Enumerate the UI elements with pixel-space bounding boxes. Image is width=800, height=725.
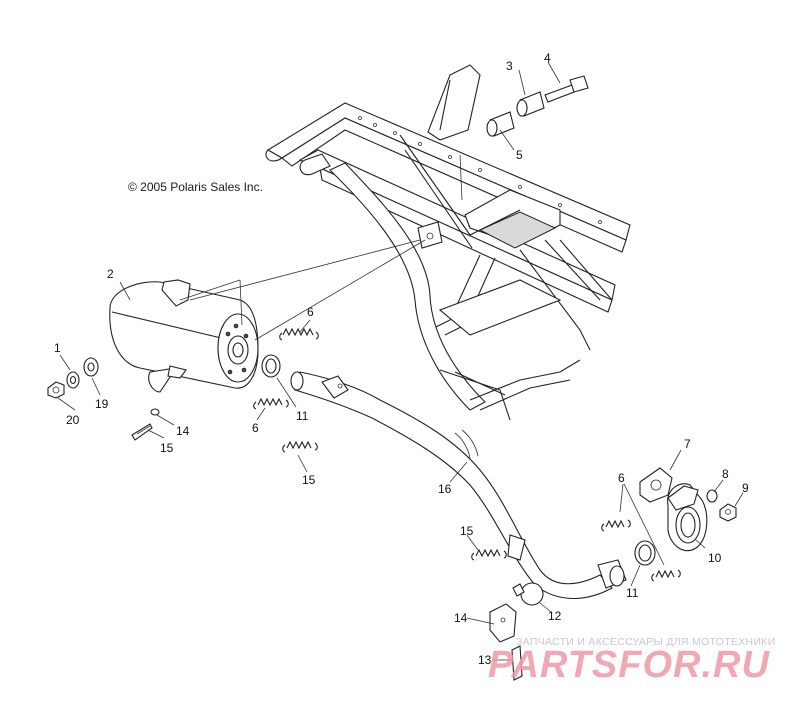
callout-11-a: 11 bbox=[296, 409, 309, 423]
callout-15-a: 15 bbox=[302, 473, 316, 487]
callout-5: 5 bbox=[516, 148, 523, 162]
spring-6-middle bbox=[253, 397, 289, 410]
callout-2: 2 bbox=[107, 267, 114, 281]
callout-7: 7 bbox=[684, 437, 691, 451]
callout-4: 4 bbox=[544, 51, 551, 65]
watermark-logo: PARTSFOR.RU bbox=[488, 644, 770, 686]
callout-11-b: 11 bbox=[626, 586, 639, 600]
bracket-14 bbox=[489, 603, 517, 643]
callout-13: 13 bbox=[478, 653, 492, 667]
callout-14: 14 bbox=[454, 611, 468, 625]
callout-17: 14 bbox=[176, 424, 190, 438]
watermark-caption: ЗАПЧАСТИ И АКСЕССУАРЫ ДЛЯ МОТОТЕХНИКИ bbox=[516, 636, 776, 648]
bolt-18 bbox=[131, 423, 153, 441]
rubber-bushing-5 bbox=[486, 111, 515, 137]
callout-8: 8 bbox=[722, 467, 729, 481]
sensor-plug-12 bbox=[512, 582, 544, 606]
washer-19 bbox=[83, 357, 99, 377]
callout-15-b: 15 bbox=[460, 524, 474, 538]
exhaust-flange-10 bbox=[667, 483, 708, 552]
callout-10: 10 bbox=[708, 551, 722, 565]
bushing-3 bbox=[516, 91, 545, 117]
copyright-notice: © 2005 Polaris Sales Inc. bbox=[128, 180, 263, 194]
nut-20 bbox=[47, 381, 65, 399]
callout-12: 12 bbox=[548, 609, 562, 623]
nut-9 bbox=[719, 503, 737, 522]
callout-1: 1 bbox=[54, 341, 61, 355]
washer-8 bbox=[706, 489, 718, 503]
callout-18: 15 bbox=[160, 441, 174, 455]
callout-20: 20 bbox=[66, 413, 80, 427]
gasket-7 bbox=[639, 467, 673, 503]
bolt-13 bbox=[511, 645, 523, 681]
callout-6-c: 6 bbox=[618, 471, 625, 485]
callout-19: 19 bbox=[95, 397, 109, 411]
bolt-4 bbox=[544, 75, 589, 103]
leader-lines bbox=[57, 61, 744, 661]
callout-6-a: 6 bbox=[307, 305, 314, 319]
callout-6-b: 6 bbox=[252, 421, 259, 435]
spring-6-upper bbox=[279, 327, 319, 341]
frame bbox=[265, 64, 631, 421]
spring-6-right-upper bbox=[601, 519, 631, 532]
seal-11-left bbox=[261, 354, 281, 378]
callout-3: 3 bbox=[506, 59, 513, 73]
washer-17 bbox=[150, 408, 160, 416]
callout-9: 9 bbox=[742, 481, 749, 495]
head-pipe bbox=[290, 371, 627, 600]
muffler bbox=[109, 279, 259, 393]
spring-15-right bbox=[471, 548, 507, 561]
spring-15-left bbox=[282, 440, 318, 453]
callout-labels: 3 4 5 2 1 19 20 14 15 6 6 11 15 16 15 6 … bbox=[54, 51, 749, 667]
callout-16: 16 bbox=[438, 482, 452, 496]
spring-6-right-lower bbox=[651, 569, 681, 582]
seal-11-right bbox=[634, 540, 656, 566]
washer-1 bbox=[66, 371, 80, 389]
